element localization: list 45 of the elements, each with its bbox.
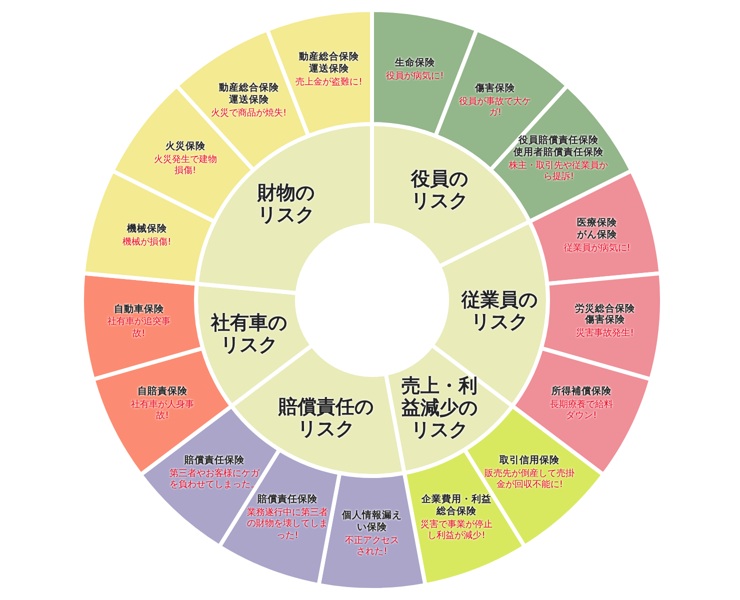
insurance-name: がん保険 — [576, 229, 618, 242]
risk-note: 災害事故発生! — [575, 328, 635, 340]
risk-note: 不正アクセスされた! — [344, 536, 400, 558]
insurance-name: 使用者賠償責任保険 — [512, 146, 605, 159]
risk-note: 社有車が人身事故! — [130, 400, 196, 422]
insurance-name: 労災総合保険 — [574, 303, 636, 314]
category-title: 役員のリスク — [410, 169, 469, 214]
risk-note: 長期療養で給料ダウン! — [548, 400, 614, 422]
insurance-name: 運送保険 — [308, 63, 350, 76]
category-title: 従業員のリスク — [460, 290, 538, 334]
risk-note: 災害で事業が停止し利益が減少! — [420, 520, 493, 542]
insurance-name: 機械保険 — [126, 223, 168, 236]
insurance-name: 個人情報漏えい保険 — [341, 510, 403, 534]
risk-note: 機械が損傷! — [122, 237, 172, 249]
risk-note: 販売先が倒産して売掛金が回収不能に! — [484, 468, 575, 492]
insurance-name: 生命保険 — [394, 57, 436, 70]
category-title: 社有車のリスク — [210, 313, 288, 357]
insurance-name: 傷害保険 — [584, 314, 626, 327]
risk-note: 火災で商品が焼失! — [210, 108, 288, 120]
insurance-name: 動産総合保険 — [298, 51, 360, 64]
category-title: 賠償責任のリスク — [277, 398, 374, 442]
insurance-name: 自動車保険 — [112, 303, 165, 316]
insurance-name: 火災保険 — [164, 140, 206, 153]
insurance-name: 賠償責任保険 — [183, 454, 246, 467]
insurance-name: 企業費用・利益総合保険 — [420, 494, 493, 518]
insurance-name: 所得補償保険 — [550, 386, 612, 398]
insurance-name: 医療保険 — [576, 217, 618, 230]
insurance-name: 運送保険 — [228, 94, 270, 106]
risk-note: 火災発生で建物損傷! — [152, 154, 218, 178]
risk-note: 役員が事故で大ケガ! — [458, 96, 532, 120]
risk-note: 株主・取引先や従業員から提訴! — [508, 160, 609, 184]
insurance-name: 自賠責保険 — [136, 386, 189, 398]
insurance-name: 取引信用保険 — [498, 454, 561, 467]
insurance-name: 賠償責任保険 — [256, 494, 318, 506]
category-title: 財物のリスク — [256, 184, 316, 228]
risk-note: 従業員が病気に! — [562, 243, 632, 254]
insurance-name: 役員賠償責任保険 — [517, 134, 600, 146]
insurance-name: 傷害保険 — [474, 82, 516, 95]
risk-note: 第三者やお客様にケガを負わせてしまった。 — [168, 468, 260, 492]
risk-note: 社有車が追突事故! — [106, 317, 172, 340]
risk-note: 業務遂行中に第三者の財物を壊してしまった! — [246, 508, 328, 542]
risk-note: 役員が病気に! — [385, 71, 445, 83]
category-title: 売上・利益減少のリスク — [400, 376, 478, 442]
risk-note: 売上金が盗難に! — [294, 77, 364, 88]
insurance-name: 動産総合保険 — [218, 82, 280, 94]
